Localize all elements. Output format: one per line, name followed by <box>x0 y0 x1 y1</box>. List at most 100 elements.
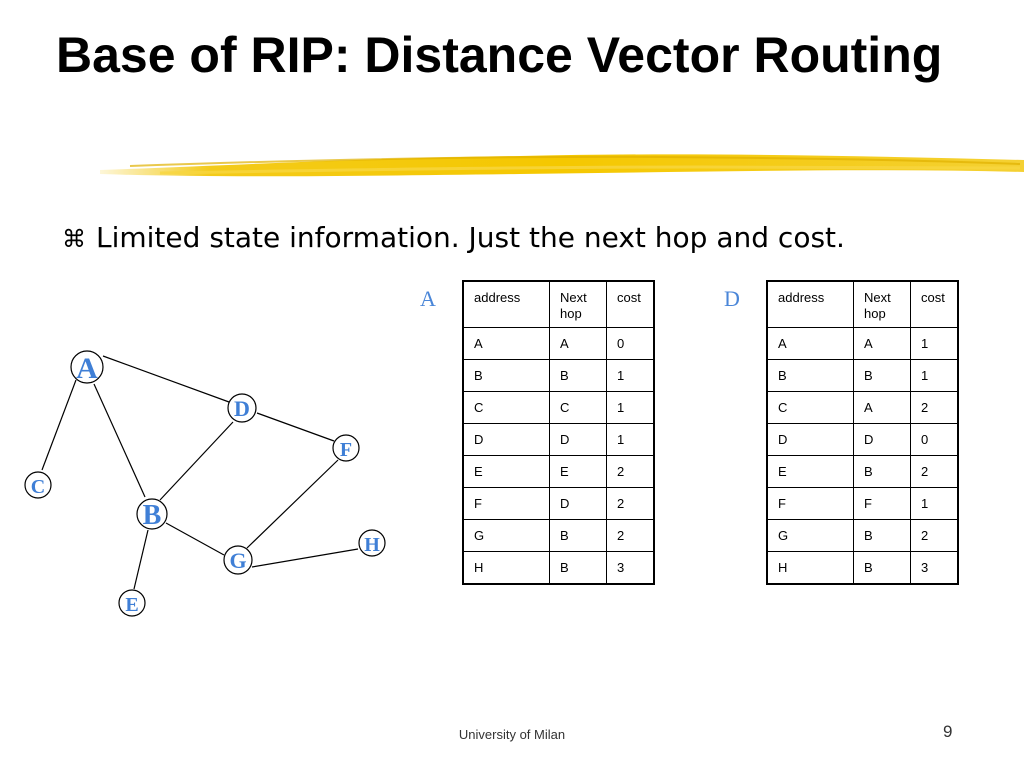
cell-address: D <box>462 423 550 456</box>
cell-cost: 3 <box>910 551 959 585</box>
highlight-underline <box>100 154 1024 177</box>
edge-b-e <box>133 529 149 590</box>
cell-address: F <box>766 487 854 520</box>
cell-cost: 1 <box>910 487 959 520</box>
node-label-e: E <box>125 594 138 616</box>
cell-address: B <box>462 359 550 392</box>
edge-f-g <box>246 459 339 549</box>
bullet-point: ⌘ Limited state information. Just the nex… <box>62 218 845 259</box>
cell-next-hop: B <box>853 359 911 392</box>
node-e <box>118 589 146 617</box>
cell-address: A <box>462 327 550 360</box>
cell-address: F <box>462 487 550 520</box>
cell-next-hop: D <box>853 423 911 456</box>
cell-next-hop: B <box>549 551 607 585</box>
cell-next-hop: B <box>853 551 911 585</box>
cell-cost: 2 <box>606 519 655 552</box>
cell-address: C <box>462 391 550 424</box>
node-d <box>227 393 257 423</box>
cell-address: E <box>766 455 854 488</box>
table-header-row: address Next hop cost <box>766 280 959 328</box>
edge-d-f <box>256 412 335 442</box>
table-a-label: A <box>420 286 436 311</box>
cell-cost: 1 <box>606 423 655 456</box>
cell-address: B <box>766 359 854 392</box>
cell-cost: 1 <box>910 359 959 392</box>
cell-address: A <box>766 327 854 360</box>
edge-a-d <box>102 355 230 403</box>
edge-g-h <box>251 548 359 568</box>
cell-address: G <box>462 519 550 552</box>
cell-cost: 0 <box>910 423 959 456</box>
slide-title: Base of RIP: Distance Vector Routing <box>56 27 943 83</box>
cell-address: D <box>766 423 854 456</box>
node-h <box>358 529 386 557</box>
edge-d-b <box>159 421 234 501</box>
cell-next-hop: D <box>549 423 607 456</box>
cell-next-hop: D <box>549 487 607 520</box>
cell-cost: 3 <box>606 551 655 585</box>
node-label-a: A <box>76 352 98 385</box>
cell-next-hop: B <box>549 519 607 552</box>
page-number: 9 <box>943 722 953 741</box>
cell-cost: 2 <box>910 455 959 488</box>
node-label-d: D <box>234 396 250 421</box>
cell-next-hop: A <box>853 391 911 424</box>
node-label-c: C <box>31 476 45 498</box>
bullet-text: Limited state information. Just the next… <box>96 221 845 254</box>
cell-next-hop: A <box>853 327 911 360</box>
header-address: address <box>462 280 550 328</box>
cell-next-hop: E <box>549 455 607 488</box>
node-label-f: F <box>340 439 352 461</box>
node-g <box>223 545 253 575</box>
cell-next-hop: B <box>853 455 911 488</box>
cell-cost: 2 <box>910 391 959 424</box>
node-b <box>136 498 168 530</box>
table-d-label: D <box>724 286 740 311</box>
cell-next-hop: C <box>549 391 607 424</box>
cell-cost: 1 <box>910 327 959 360</box>
cell-address: H <box>462 551 550 585</box>
node-label-g: G <box>229 548 246 573</box>
header-address: address <box>766 280 854 328</box>
edge-b-g <box>165 522 225 556</box>
cell-address: C <box>766 391 854 424</box>
cell-cost: 1 <box>606 359 655 392</box>
cell-address: G <box>766 519 854 552</box>
node-f <box>332 434 360 462</box>
header-next-hop: Next hop <box>549 280 607 328</box>
node-a <box>70 350 104 384</box>
cell-address: E <box>462 455 550 488</box>
cell-next-hop: A <box>549 327 607 360</box>
cell-next-hop: F <box>853 487 911 520</box>
cell-next-hop: B <box>549 359 607 392</box>
cell-cost: 1 <box>606 391 655 424</box>
cell-address: H <box>766 551 854 585</box>
node-c <box>24 471 52 499</box>
edge-a-c <box>41 379 77 471</box>
command-bullet-icon: ⌘ <box>62 225 86 253</box>
cell-cost: 0 <box>606 327 655 360</box>
network-graph: A D F C B H G E <box>24 350 386 617</box>
cell-cost: 2 <box>606 487 655 520</box>
footer-text: University of Milan <box>458 727 566 742</box>
cell-next-hop: B <box>853 519 911 552</box>
